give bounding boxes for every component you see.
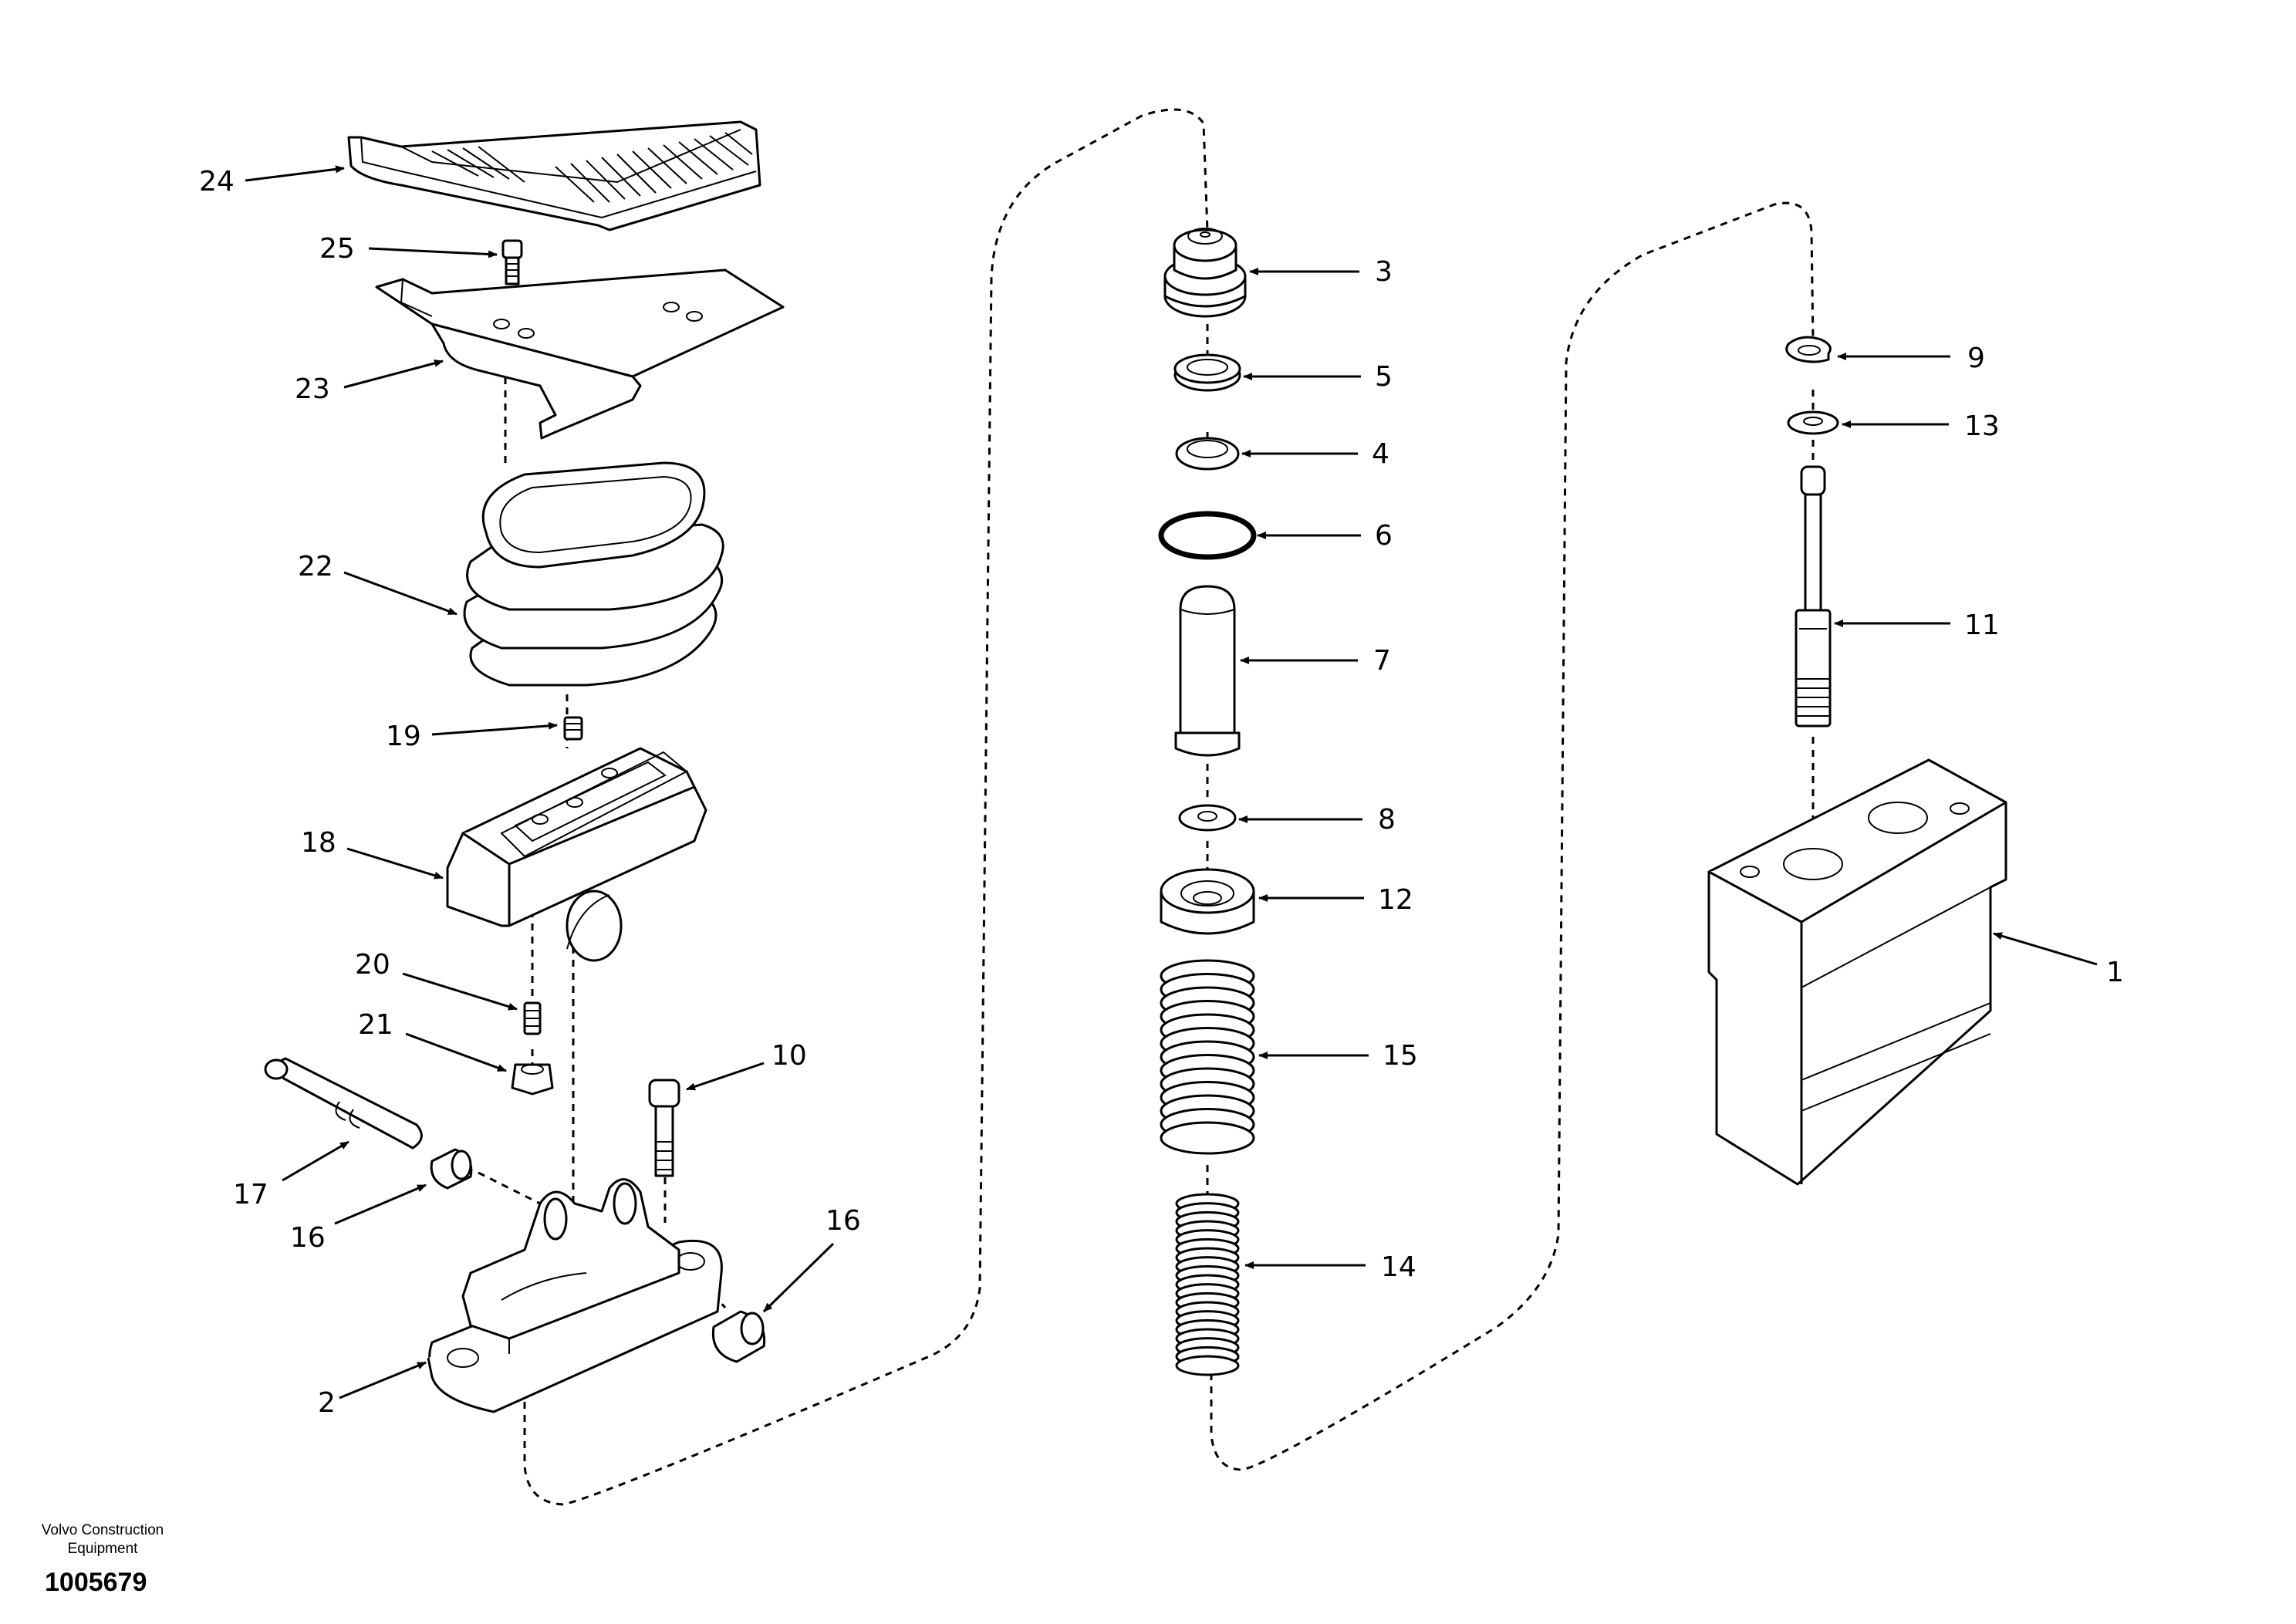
callout-20: 20: [355, 949, 390, 981]
callout-12: 12: [1378, 884, 1413, 916]
callout-16: 16: [290, 1222, 326, 1254]
callout-10: 10: [772, 1040, 807, 1072]
part-16-bushing-lower: [711, 1310, 766, 1363]
part-20-set-screw: [523, 1001, 542, 1035]
callout-23: 23: [295, 373, 330, 405]
part-13-washer: [1787, 410, 1839, 435]
part-9-snap-ring: [1785, 336, 1832, 363]
part-18-block: [446, 747, 707, 962]
part-5-seal: [1173, 353, 1241, 392]
part-12-spring-seat: [1160, 868, 1255, 935]
callout-14: 14: [1381, 1251, 1416, 1283]
callout-18: 18: [301, 827, 336, 859]
callout-9: 9: [1967, 343, 1985, 374]
spring-coil: [1175, 1355, 1240, 1376]
callout-24: 24: [199, 166, 235, 198]
callout-5: 5: [1375, 361, 1393, 393]
callout-labels: 24 25 23 22 19 18 20 21 10 17 16 16 2 3 …: [199, 166, 2124, 1419]
callout-15: 15: [1383, 1040, 1418, 1072]
part-10-bolt: [648, 1079, 680, 1177]
callout-25: 25: [319, 233, 355, 265]
callout-17: 17: [233, 1179, 268, 1210]
callout-16: 16: [826, 1205, 861, 1237]
part-25-screw: [501, 239, 523, 285]
part-21-nut: [511, 1063, 554, 1096]
drawing-number: 1005679: [45, 1568, 147, 1597]
title-block: Volvo Construction Equipment 1005679: [14, 1521, 191, 1598]
callout-2: 2: [318, 1387, 336, 1419]
callout-11: 11: [1964, 609, 2000, 641]
part-8-washer: [1178, 804, 1237, 832]
part-1-housing: [1707, 758, 2007, 1186]
callout-8: 8: [1378, 804, 1396, 836]
spring-coil: [1160, 1121, 1255, 1155]
part-19-set-screw: [563, 716, 583, 741]
part-15-outer-spring: [1160, 959, 1255, 1155]
part-3-plug: [1163, 228, 1247, 318]
part-11-push-rod: [1795, 465, 1832, 728]
company-line-1: Volvo Construction: [41, 1522, 164, 1538]
part-7-piston: [1174, 585, 1241, 757]
part-16-bushing-upper: [430, 1148, 473, 1190]
callout-19: 19: [386, 721, 421, 752]
part-2-base: [427, 1178, 723, 1413]
leader-lines: [245, 165, 2098, 1399]
part-4-washer: [1175, 437, 1240, 471]
company-line-2: Equipment: [67, 1541, 138, 1557]
part-14-inner-spring: [1175, 1193, 1240, 1376]
callout-6: 6: [1375, 520, 1393, 552]
callout-4: 4: [1372, 438, 1389, 470]
part-17-pin: [264, 1057, 423, 1150]
callout-1: 1: [2106, 957, 2124, 988]
part-6-o-ring: [1158, 511, 1257, 560]
callout-22: 22: [298, 551, 333, 582]
callout-13: 13: [1964, 410, 2000, 442]
part-24-pedal: [347, 120, 761, 231]
part-23-bracket: [375, 268, 785, 440]
part-22-boot: [463, 461, 724, 687]
callout-21: 21: [358, 1009, 393, 1041]
callout-3: 3: [1375, 256, 1393, 288]
callout-7: 7: [1373, 645, 1391, 677]
